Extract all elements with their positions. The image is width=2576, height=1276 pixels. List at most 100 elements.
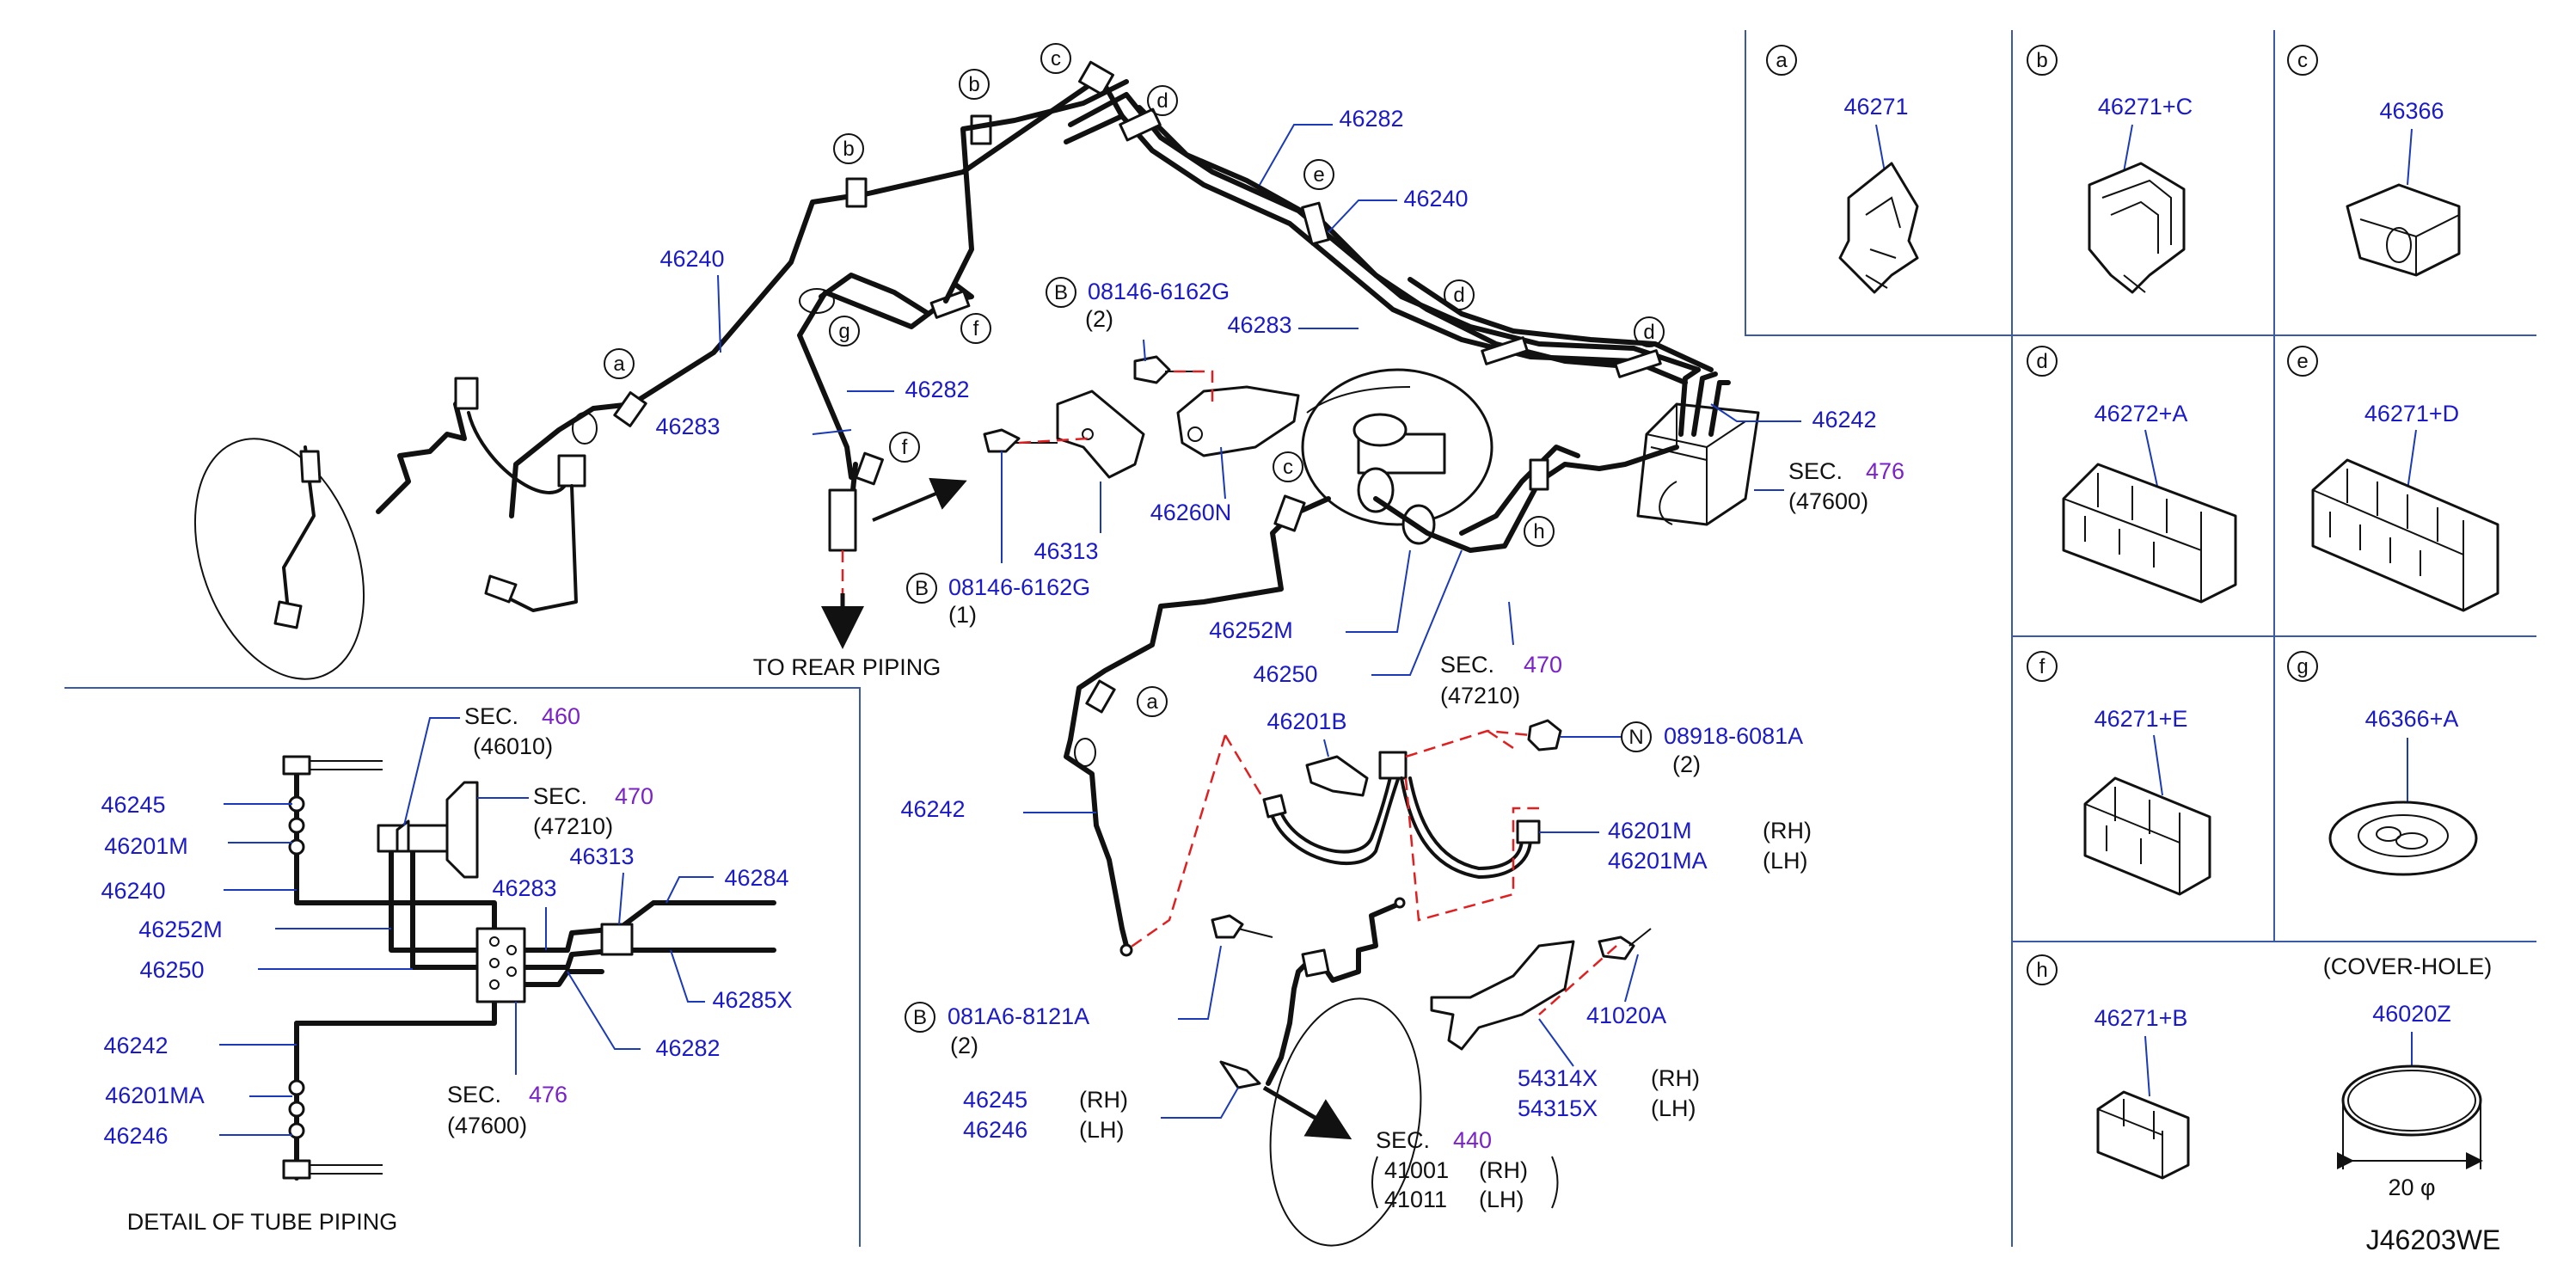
clip-f-letter: f (2039, 655, 2045, 678)
double-clip-icon (2083, 776, 2211, 896)
label-46201ma-side: (LH) (1763, 848, 1808, 874)
detail-sec460-c: (46010) (473, 733, 553, 759)
detail-sec476-c: (47600) (447, 1113, 527, 1138)
detail-46201m: 46201M (104, 833, 188, 859)
clip-d-letter: d (2036, 350, 2047, 373)
detail-46242: 46242 (103, 1033, 168, 1058)
detail-junction-block (475, 927, 526, 1003)
label-sec476-c: (47600) (1788, 488, 1868, 514)
callout-c: c (1051, 47, 1061, 71)
junction-bracket (1056, 390, 1145, 479)
callout-f: f (973, 317, 979, 340)
tube-fitting (454, 377, 479, 410)
detail-booster (445, 781, 479, 879)
label-sec476-n: 476 (1866, 458, 1904, 484)
quad-clip-icon (2311, 458, 2499, 612)
clip-d-part: 46272+A (2095, 401, 2188, 426)
rear-rotor-outline (193, 438, 365, 680)
detail-sec476-n: 476 (529, 1082, 567, 1107)
label-46246-side: (LH) (1079, 1117, 1125, 1143)
label-46283-left: 46283 (655, 414, 720, 439)
label-sec470-c: (47210) (1440, 683, 1520, 709)
bolt-1 (983, 428, 1021, 453)
label-46242-front: 46242 (900, 796, 965, 822)
clip-h-letter: h (2036, 959, 2047, 982)
detail-46201ma: 46201MA (105, 1083, 205, 1108)
label-46240-left: 46240 (659, 246, 724, 272)
label-46250: 46250 (1253, 661, 1317, 687)
label-41011: 41011 (1384, 1187, 1447, 1212)
clip-g-letter: g (2297, 655, 2308, 678)
label-46245: 46245 (963, 1087, 1027, 1113)
callout-c: c (1283, 456, 1293, 479)
label-sec470-n: 470 (1524, 652, 1562, 678)
label-41020a: 41020A (1586, 1003, 1666, 1028)
label-sec476-a: SEC. (1788, 458, 1843, 484)
callout-d: d (1156, 89, 1168, 113)
clip-h-part: 46271+B (2095, 1005, 2188, 1031)
cover-hole-icon (2337, 1064, 2483, 1169)
front-caliper-bracket (1430, 940, 1575, 1051)
main-labels: 46240 46283 46282 46282 46240 46283 4624… (604, 43, 1904, 1212)
label-46260n: 46260N (1150, 500, 1232, 525)
tube-piping-detail: SEC. 460 (46010) SEC. 470 (47210) SEC. 4… (101, 703, 792, 1235)
callout-e: e (1313, 163, 1324, 187)
label-46245-side: (RH) (1079, 1087, 1128, 1113)
label-46283-top: 46283 (1227, 312, 1291, 338)
detail-46285x: 46285X (712, 987, 792, 1013)
label-46201b: 46201B (1267, 709, 1346, 734)
clip-a-letter: a (1776, 49, 1788, 72)
label-46240-top: 46240 (1403, 186, 1468, 212)
callout-g: g (838, 320, 849, 343)
label-nut-08918: 08918-6081A (1664, 723, 1803, 749)
detail-46283: 46283 (492, 875, 556, 901)
label-bolt-081a6: 081A6-8121A (948, 1003, 1089, 1029)
label-bolt-08146-2: 08146-6162G (1088, 279, 1230, 304)
clip-e-letter: e (2297, 350, 2308, 373)
clip-cell-cover-hole: (COVER-HOLE) 46020Z 20 φ (2323, 954, 2493, 1200)
nut (1527, 719, 1562, 751)
bolt-2-callout: B (915, 577, 929, 600)
clip-cell-h: h 46271+B (2027, 954, 2190, 1180)
triple-clip-icon (2062, 463, 2237, 604)
clip-icon (1838, 162, 1919, 294)
hose-fitting (299, 450, 322, 483)
label-46201m: 46201M (1608, 818, 1692, 844)
detail-46245: 46245 (101, 792, 165, 818)
bolt-3-callout: B (913, 1006, 927, 1029)
detail-46282: 46282 (655, 1035, 720, 1061)
detail-sec470-c: (47210) (533, 813, 613, 839)
connector-block (1176, 385, 1300, 457)
label-41001: 41001 (1384, 1157, 1449, 1183)
detail-title: DETAIL OF TUBE PIPING (127, 1209, 398, 1235)
label-bolt-08146-2-qty: (2) (1085, 306, 1113, 332)
detail-46246: 46246 (103, 1123, 168, 1149)
label-bolt-08146-1-qty: (1) (948, 602, 977, 628)
callout-b: b (843, 138, 854, 161)
detail-connector (600, 923, 634, 956)
clip-cell-g: g 46366+A (2287, 651, 2478, 876)
cover-hole-part: 46020Z (2372, 1001, 2451, 1027)
label-46282-mid: 46282 (905, 377, 969, 402)
detail-46252m: 46252M (138, 917, 223, 942)
clamp-icon (2346, 183, 2461, 277)
callout-a: a (1146, 690, 1158, 714)
label-41001-side: (RH) (1479, 1157, 1528, 1183)
callout-d: d (1453, 284, 1464, 307)
clip-b-letter: b (2036, 49, 2047, 72)
clip-c-letter: c (2297, 49, 2308, 72)
label-sec440-n: 440 (1453, 1127, 1492, 1153)
frames (64, 30, 2536, 1247)
diagram-code: J46203WE (2366, 1224, 2501, 1255)
callout-h: h (1533, 520, 1544, 543)
label-54314x: 54314X (1518, 1065, 1598, 1091)
label-to-rear-piping: TO REAR PIPING (753, 654, 941, 680)
detail-sec460-a: SEC. (464, 703, 518, 729)
detail-sec460-n: 460 (542, 703, 580, 729)
detail-46313: 46313 (569, 844, 634, 869)
clip-cell-f: f 46271+E (2027, 651, 2211, 896)
clip-cell-a: a 46271 (1766, 45, 1919, 294)
label-46313: 46313 (1033, 538, 1098, 564)
label-54314x-side: (RH) (1651, 1065, 1700, 1091)
